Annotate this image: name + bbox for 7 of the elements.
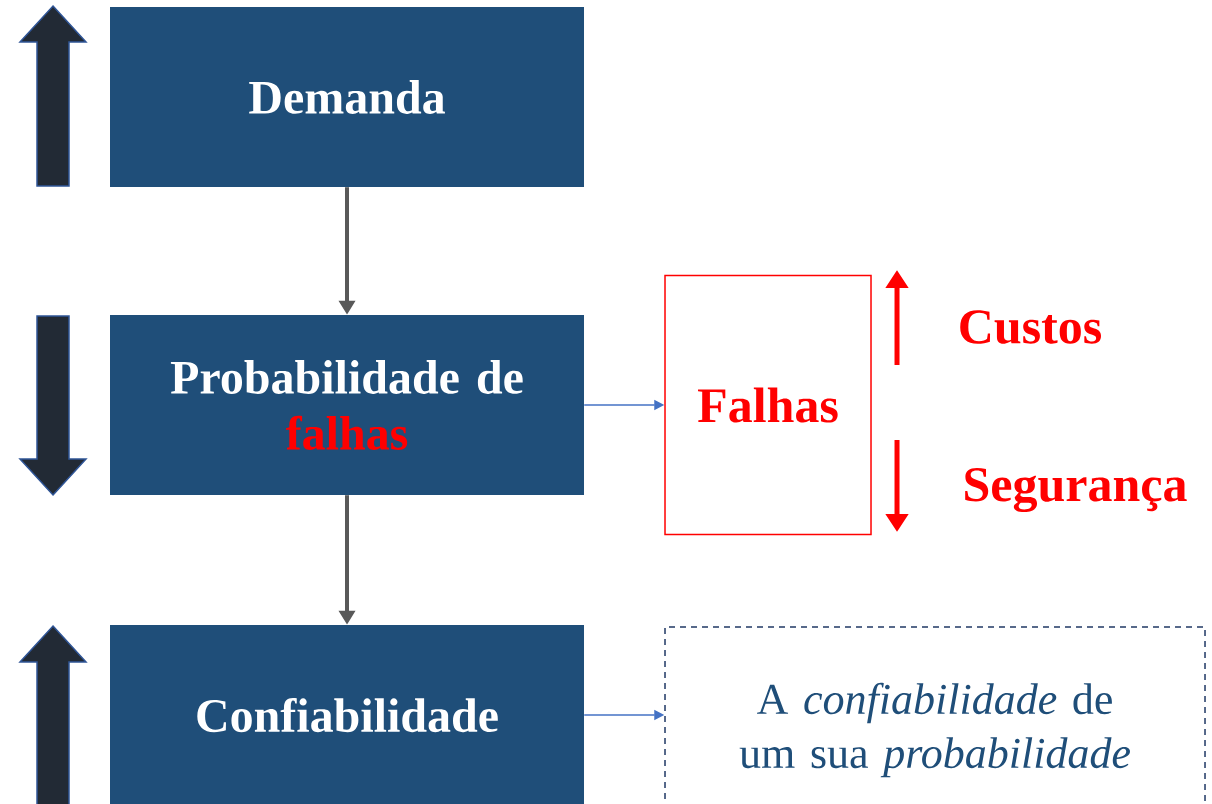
process-box: Demanda xyxy=(110,7,584,187)
process-box: Confiabilidade xyxy=(110,625,584,804)
result-box: Falhas xyxy=(664,274,872,536)
note-box: A confiabilidade de um sua probabilidade xyxy=(664,626,1206,804)
side-label: Custos xyxy=(960,310,1101,344)
process-box: Probabilidade de falhas xyxy=(110,315,584,495)
side-label: Segurança xyxy=(965,467,1187,513)
